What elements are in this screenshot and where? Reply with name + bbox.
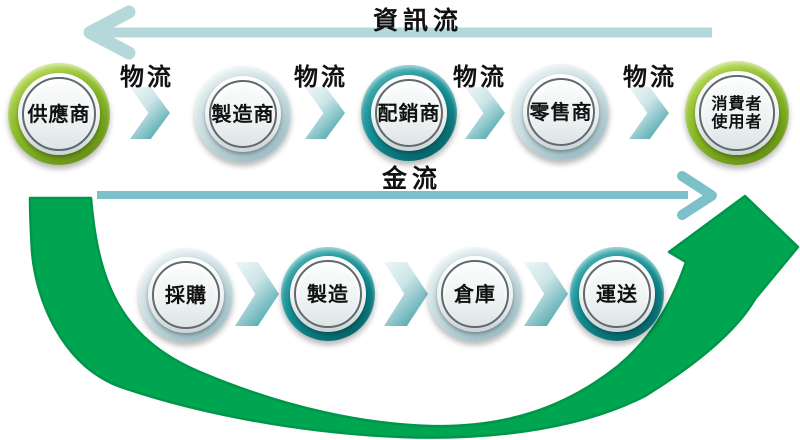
node-procurement: 採購 (139, 248, 233, 342)
node-retailer: 零售商 (513, 64, 609, 160)
green-curved-arrow-icon (28, 194, 800, 439)
node-label: 配銷商 (377, 100, 441, 125)
node-disc: 採購 (148, 257, 224, 333)
node-manufacturing-step: 製造 (281, 247, 375, 341)
money-flow-arrow-icon (97, 171, 717, 220)
node-label: 製造商 (211, 101, 275, 126)
node-manufacturer: 製造商 (195, 66, 291, 162)
node-disc: 製造商 (204, 75, 282, 153)
information-flow-label: 資訊流 (372, 6, 464, 35)
node-disc: 供應商 (18, 73, 100, 155)
node-disc: 配銷商 (370, 74, 448, 152)
node-label: 零售商 (529, 99, 593, 124)
node-label: 供應商 (27, 101, 91, 126)
node-warehouse: 倉庫 (428, 247, 522, 341)
information-flow-arrow-icon (83, 5, 712, 60)
node-label-line2: 使用者 (711, 112, 763, 131)
material-flow-label: 物流 (623, 62, 677, 91)
node-label: 製造 (307, 281, 349, 306)
node-supplier: 供應商 (8, 63, 110, 165)
node-label: 倉庫 (454, 281, 496, 306)
node-disc: 運送 (579, 256, 655, 332)
node-label: 運送 (596, 281, 638, 306)
material-flow-label: 物流 (120, 62, 174, 91)
node-label: 採購 (165, 282, 207, 307)
node-shipping: 運送 (570, 247, 664, 341)
node-label: 消費者 (711, 93, 763, 113)
node-distributor: 配銷商 (361, 65, 457, 161)
node-disc: 倉庫 (437, 256, 513, 332)
node-disc: 製造 (290, 256, 366, 332)
money-flow-label: 金流 (381, 164, 443, 193)
material-flow-label: 物流 (294, 62, 348, 91)
node-disc: 消費者 使用者 (695, 71, 779, 155)
node-consumer: 消費者 使用者 (685, 61, 789, 165)
material-flow-label: 物流 (453, 62, 507, 91)
node-disc: 零售商 (522, 73, 600, 151)
